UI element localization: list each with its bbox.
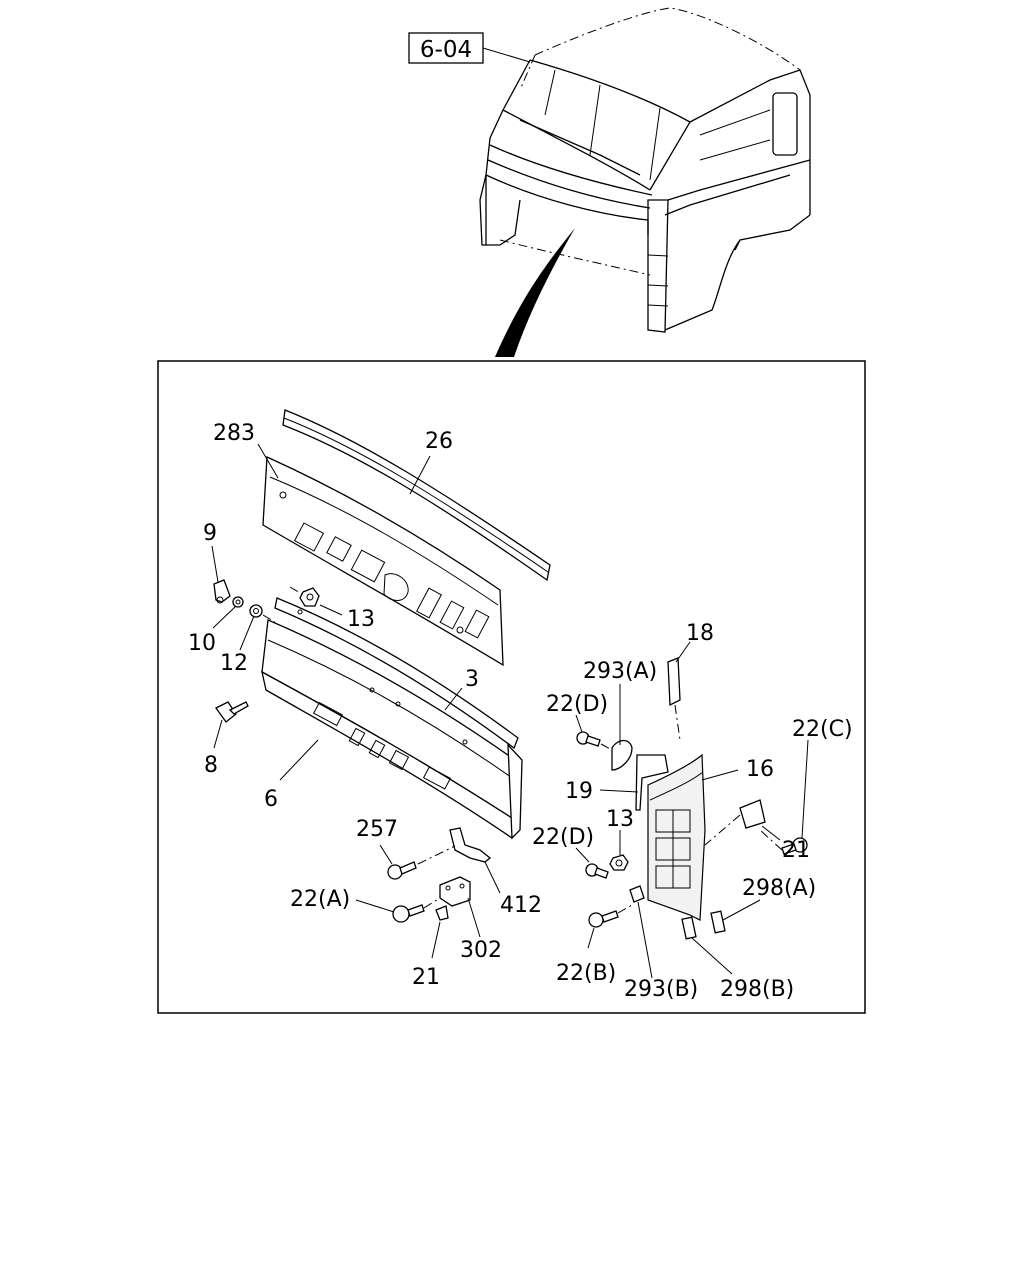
washer-12 bbox=[249, 604, 263, 618]
part-298a-lens bbox=[710, 910, 726, 934]
part-6-beam bbox=[261, 619, 523, 840]
part-293a-clip bbox=[611, 739, 633, 771]
callout-298a: 298(A) bbox=[742, 876, 816, 901]
callout-10: 10 bbox=[188, 631, 216, 656]
nut-13-lower bbox=[609, 854, 629, 871]
callout-293a: 293(A) bbox=[583, 659, 657, 684]
bolt-22a bbox=[392, 904, 425, 923]
bolt-22d-lower bbox=[585, 863, 609, 879]
callout-22b: 22(B) bbox=[556, 961, 616, 986]
callout-16: 16 bbox=[746, 757, 774, 782]
callout-21-right: 21 bbox=[782, 838, 810, 863]
callout-3: 3 bbox=[465, 667, 479, 692]
callout-22a: 22(A) bbox=[290, 887, 350, 912]
part-293b-clip bbox=[629, 885, 645, 903]
fastener-9-clip bbox=[213, 579, 231, 604]
part-298b-lens bbox=[681, 916, 697, 940]
detail-frame bbox=[157, 360, 866, 1014]
part-18-strip bbox=[667, 657, 681, 707]
part-16-corner-panel bbox=[647, 753, 706, 921]
bolt-22c bbox=[781, 837, 808, 855]
callout-298b: 298(B) bbox=[720, 977, 794, 1002]
bolt-8 bbox=[215, 701, 249, 723]
callout-8: 8 bbox=[204, 753, 218, 778]
callout-283: 283 bbox=[213, 421, 255, 446]
nut-13-upper bbox=[299, 587, 320, 607]
bracket-302 bbox=[439, 876, 471, 907]
bolt-257 bbox=[387, 861, 417, 880]
callout-12: 12 bbox=[220, 651, 248, 676]
callout-22d-upper: 22(D) bbox=[546, 692, 608, 717]
callout-21-lower: 21 bbox=[412, 965, 440, 990]
bracket-412 bbox=[449, 827, 492, 863]
bolt-22b bbox=[588, 910, 619, 928]
callout-26: 26 bbox=[425, 429, 453, 454]
callout-9: 9 bbox=[203, 521, 217, 546]
clip-21-right bbox=[739, 799, 766, 829]
callout-6: 6 bbox=[264, 787, 278, 812]
callout-293b: 293(B) bbox=[624, 977, 698, 1002]
callout-22c: 22(C) bbox=[792, 717, 853, 742]
callout-18: 18 bbox=[686, 621, 714, 646]
washer-10 bbox=[232, 596, 244, 608]
leader-lines bbox=[211, 443, 809, 979]
callout-13-lower: 13 bbox=[606, 807, 634, 832]
callout-22d-lower: 22(D) bbox=[532, 825, 594, 850]
callout-labels: 283 26 9 13 10 12 3 8 6 257 412 22(A) 30… bbox=[188, 421, 853, 1002]
callout-302: 302 bbox=[460, 938, 502, 963]
part-283-inner-panel bbox=[262, 456, 504, 667]
part-3-rail bbox=[274, 597, 519, 750]
part-26-strip bbox=[282, 409, 551, 582]
cab-overview-illustration: 6-04 bbox=[408, 7, 811, 357]
bolt-22d-upper bbox=[576, 731, 601, 747]
part-19-bracket bbox=[635, 754, 669, 811]
callout-412: 412 bbox=[500, 893, 542, 918]
detail-pointer-arrow bbox=[495, 228, 575, 357]
reference-box-label: 6-04 bbox=[420, 37, 472, 63]
clip-21-lower bbox=[435, 905, 449, 921]
callout-19: 19 bbox=[565, 779, 593, 804]
callout-257: 257 bbox=[356, 817, 398, 842]
callout-13-upper: 13 bbox=[347, 607, 375, 632]
